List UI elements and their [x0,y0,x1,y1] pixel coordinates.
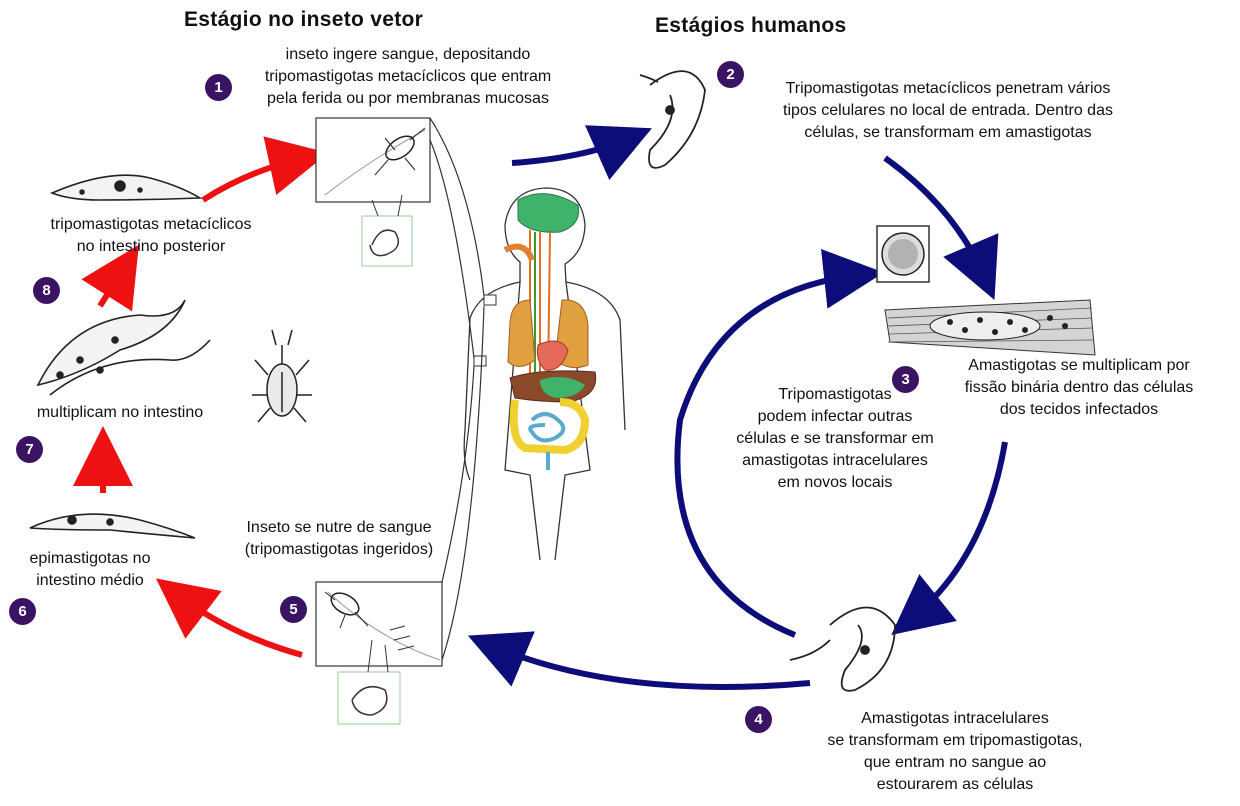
trypomastigote-human-entry [640,71,705,168]
step-8-text: tripomastigotas metacíclicos no intestin… [20,214,282,258]
step-3-line: dos tecidos infectados [924,399,1234,421]
step-4-line: se transformam em tripomastigotas, [790,730,1120,752]
epimastigote-glyph [30,514,195,538]
triatomine-bug-icon [252,330,312,422]
arrow-bite-to-entry [512,138,630,163]
step-1-line: pela ferida ou por membranas mucosas [232,88,584,110]
human-stage-header: Estágios humanos [655,14,847,38]
reinfection-note-line: amastigotas intracelulares [700,450,970,472]
arrow-blood-to-insect [490,645,810,687]
step-1-line: inseto ingere sangue, depositando [232,44,584,66]
reinfection-note-line: Tripomastigotas [700,384,970,406]
step-2-line: Tripomastigotas metacíclicos penetram vá… [748,78,1148,100]
step-6-line: epimastigotas no [10,548,170,570]
step-3-text: Amastigotas se multiplicam por fissão bi… [924,355,1234,421]
step-7-line: multiplicam no intestino [12,402,228,424]
step-6-badge: 6 [9,598,36,625]
step-8-line: no intestino posterior [20,236,282,258]
step-5-text: Inseto se nutre de sangue (tripomastigot… [208,517,470,561]
reinfection-note: Tripomastigotas podem infectar outras cé… [700,384,970,494]
multiplying-epimastigotes-glyph [38,300,210,395]
arrow-multiply-to-hindgut [100,265,126,306]
step-5-line: (tripomastigotas ingeridos) [208,539,470,561]
step-8-line: tripomastigotas metacíclicos [20,214,282,236]
reinfection-note-line: células e se transformar em [700,428,970,450]
step-2-badge: 2 [717,61,744,88]
step-1-text: inseto ingere sangue, depositando tripom… [232,44,584,110]
bite-inset-top [316,118,430,266]
step-7-text: multiplicam no intestino [12,402,228,424]
step-5-badge: 5 [280,596,307,623]
step-6-text: epimastigotas no intestino médio [10,548,170,592]
insect-stage-header: Estágio no inseto vetor [184,8,423,32]
bite-inset-bottom [316,582,442,724]
step-1-line: tripomastigotas metacíclicos que entram [232,66,584,88]
step-4-line: Amastigotas intracelulares [790,708,1120,730]
arrow-hindgut-to-bite [203,158,305,200]
step-3-line: Amastigotas se multiplicam por [924,355,1234,377]
step-6-line: intestino médio [10,570,170,592]
metacyclic-trypomastigote-glyph [52,175,200,200]
trypomastigote-blood [790,608,895,691]
human-body-outline [430,118,625,660]
step-4-line: que entram no sangue ao [790,752,1120,774]
muscle-tissue [885,300,1095,355]
step-4-line: estourarem as células [790,774,1120,796]
step-4-text: Amastigotas intracelulares se transforma… [790,708,1120,796]
step-5-line: Inseto se nutre de sangue [208,517,470,539]
step-4-badge: 4 [745,706,772,733]
tissue-cell-inset [877,226,929,282]
step-1-badge: 1 [205,74,232,101]
step-8-badge: 8 [33,277,60,304]
step-7-badge: 7 [16,436,43,463]
step-2-text: Tripomastigotas metacíclicos penetram vá… [748,78,1148,144]
step-2-line: tipos celulares no local de entrada. Den… [748,100,1148,122]
step-3-line: fissão binária dentro das células [924,377,1234,399]
reinfection-note-line: em novos locais [700,472,970,494]
reinfection-note-line: podem infectar outras [700,406,970,428]
step-2-line: células, se transformam em amastigotas [748,122,1148,144]
